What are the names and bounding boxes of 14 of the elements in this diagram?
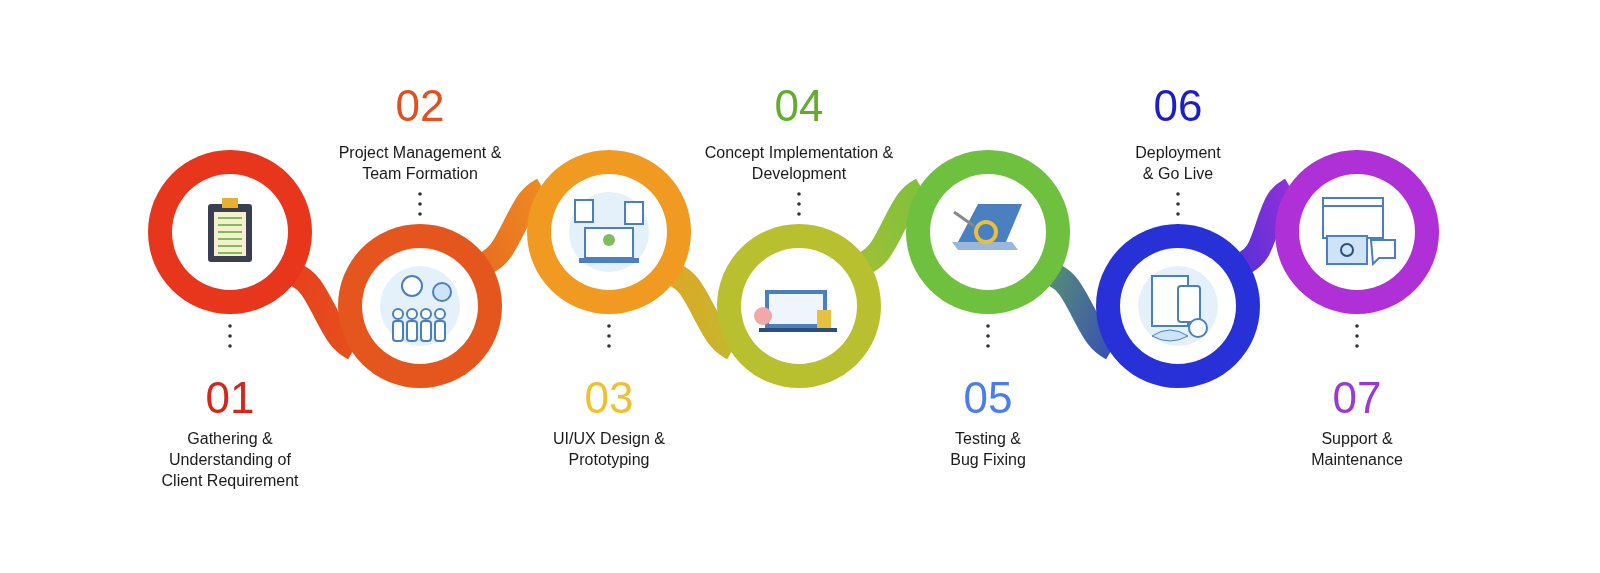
step-number: 01 — [204, 376, 256, 420]
step-title: Gathering & Understanding of Client Requirement — [160, 429, 300, 491]
step-number: 03 — [583, 376, 635, 420]
step-number: 02 — [394, 84, 446, 128]
step-title: Concept Implementation & Development — [703, 143, 895, 184]
step-number: 07 — [1331, 376, 1383, 420]
step-number: 06 — [1152, 84, 1204, 128]
step-number: 04 — [773, 84, 825, 128]
step-number: 05 — [962, 376, 1014, 420]
step-title: UI/UX Design & Prototyping — [551, 429, 666, 470]
step-title: Deployment & Go Live — [1134, 143, 1222, 184]
step-title: Support & Maintenance — [1310, 429, 1404, 470]
step-title: Testing & Bug Fixing — [949, 429, 1027, 470]
step-title: Project Management & Team Formation — [337, 143, 503, 184]
